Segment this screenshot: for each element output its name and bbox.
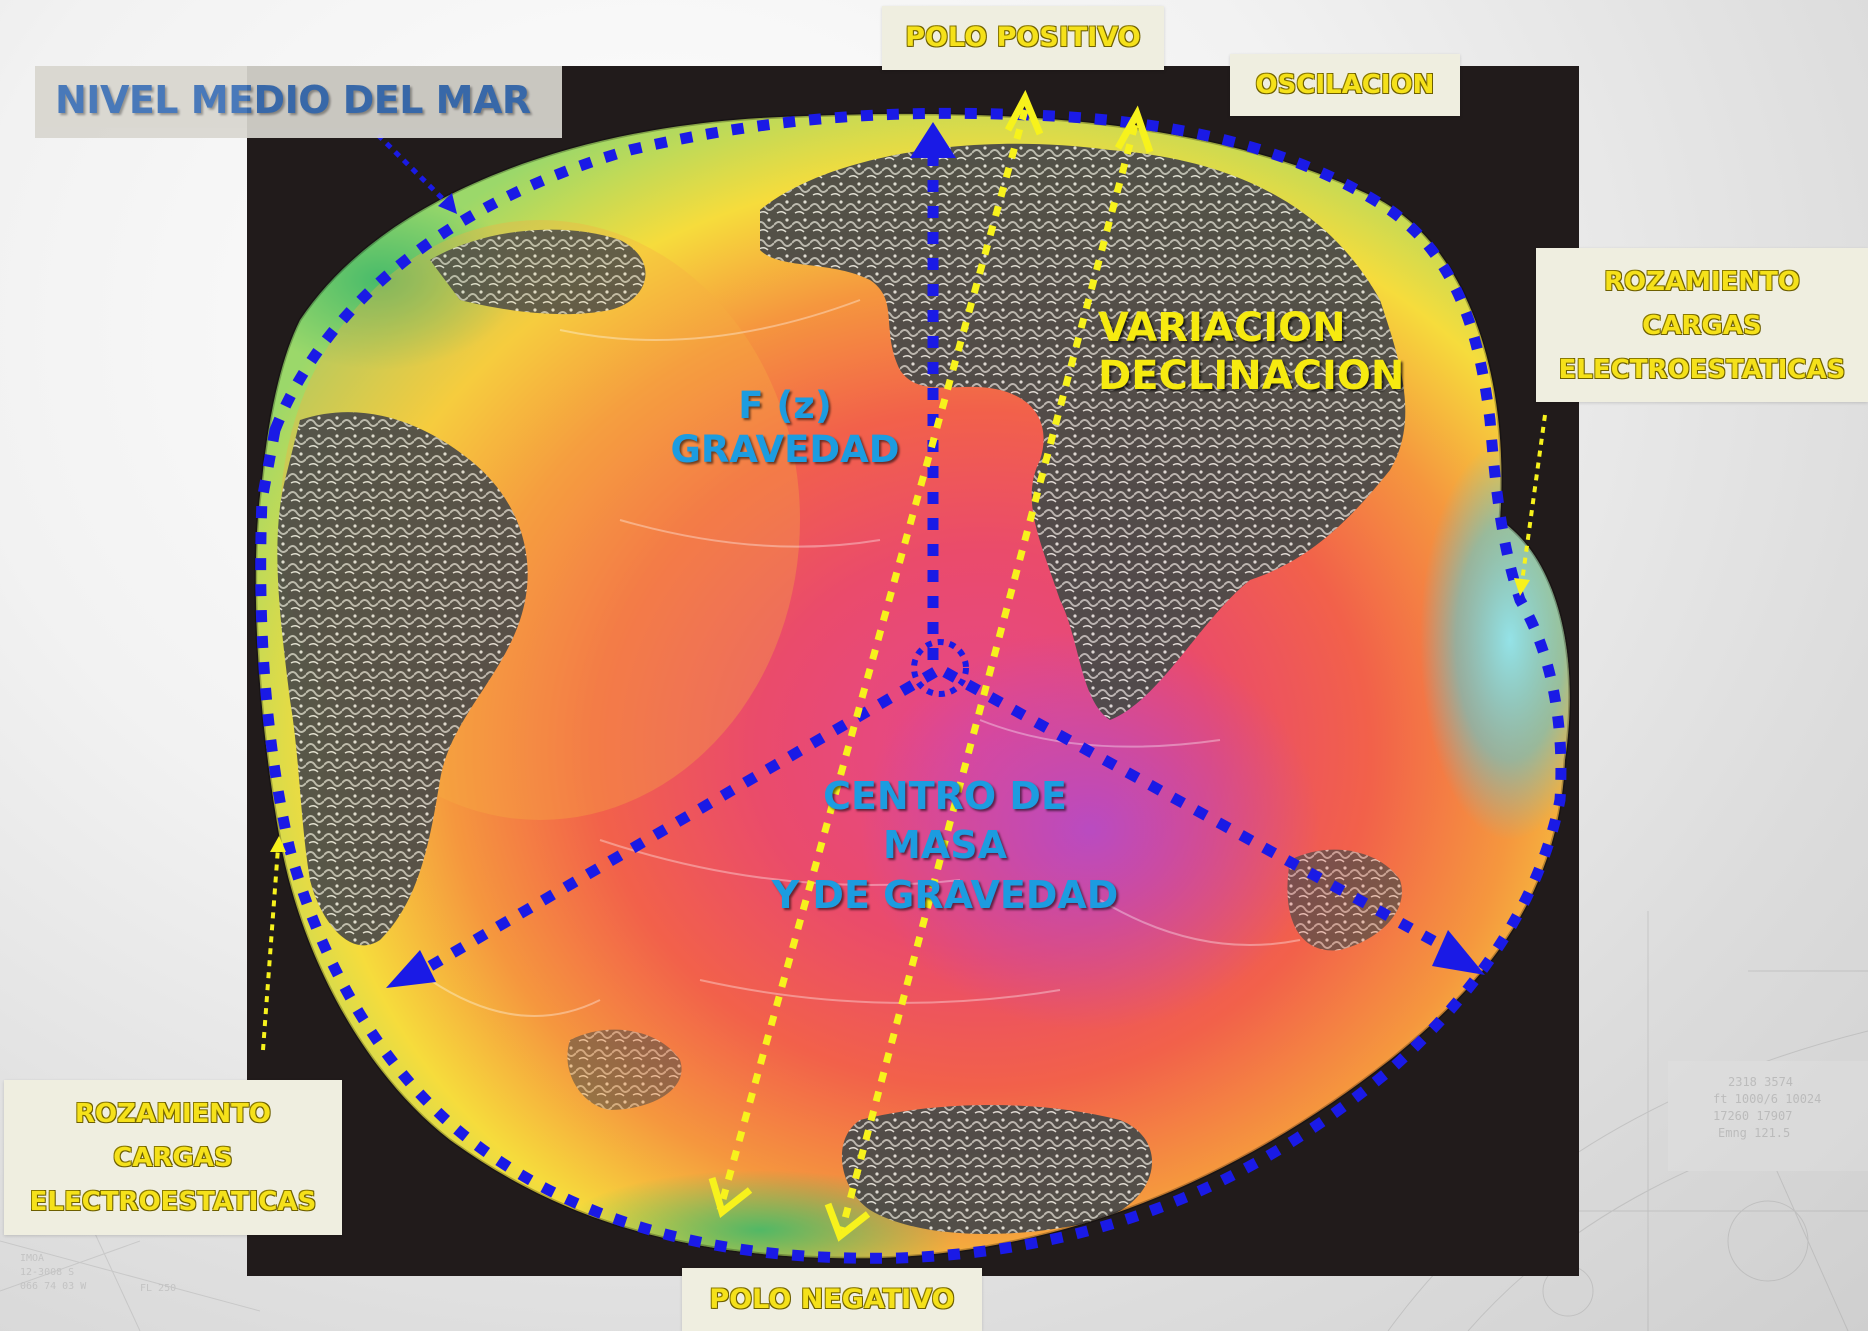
oscillation-label: OSCILACION xyxy=(1255,70,1435,100)
arrow-lower-left-head xyxy=(386,950,436,988)
friction-right-line-1: ROZAMIENTO xyxy=(1603,267,1800,297)
arrow-lower-right-head xyxy=(1432,930,1485,975)
positive-pole-label-box: POLO POSITIVO xyxy=(882,6,1164,70)
landmass-islands-south xyxy=(567,1029,682,1110)
svg-text:12-3008 S: 12-3008 S xyxy=(20,1267,74,1278)
negative-pole-label-box: POLO NEGATIVO xyxy=(682,1268,982,1331)
landmass-antarctica xyxy=(841,1105,1153,1234)
declination-variation-label: VARIACION DECLINACION xyxy=(1098,304,1404,400)
landmass-europe-asia xyxy=(760,143,1406,721)
oscillation-label-box: OSCILACION xyxy=(1230,54,1460,116)
gravity-line-1: F (z) xyxy=(738,384,832,427)
center-line-1: CENTRO DE xyxy=(823,774,1067,818)
axis-arrow-bottom-1 xyxy=(708,1177,753,1218)
friction-right-label-box: ROZAMIENTO CARGAS ELECTROESTATICAS xyxy=(1536,248,1868,402)
landmass-north xyxy=(430,229,646,315)
friction-left-label-box: ROZAMIENTO CARGAS ELECTROESTATICAS xyxy=(4,1080,342,1235)
svg-text:066 74 03 W: 066 74 03 W xyxy=(20,1281,87,1292)
friction-right-line-3: ELECTROESTATICAS xyxy=(1558,355,1846,385)
gravity-force-label: F (z) GRAVEDAD xyxy=(640,384,930,473)
friction-right-line-2: CARGAS xyxy=(1642,311,1762,341)
svg-text:Emng 121.5: Emng 121.5 xyxy=(1718,1126,1790,1140)
declination-line-1: VARIACION xyxy=(1098,305,1346,351)
svg-text:2318 3574: 2318 3574 xyxy=(1728,1075,1793,1089)
gravity-arrow-up-head xyxy=(910,122,956,158)
friction-left-line-3: ELECTROESTATICAS xyxy=(29,1187,317,1217)
svg-text:FL 250: FL 250 xyxy=(140,1283,176,1294)
svg-text:17260 17907: 17260 17907 xyxy=(1713,1109,1792,1123)
friction-left-line-2: CARGAS xyxy=(113,1143,233,1173)
rozamiento-right-pointer-head xyxy=(1514,578,1530,596)
positive-pole-label: POLO POSITIVO xyxy=(905,22,1141,53)
center-line-3: Y DE GRAVEDAD xyxy=(771,872,1119,917)
nivel-pointer-head xyxy=(438,193,457,214)
svg-text:ft 1000/6 10024: ft 1000/6 10024 xyxy=(1713,1092,1821,1106)
sea-level-title: NIVEL MEDIO DEL MAR xyxy=(55,78,531,122)
axis-arrow-top-2 xyxy=(1114,105,1154,154)
friction-left-line-1: ROZAMIENTO xyxy=(74,1099,271,1129)
axis-arrow-top-1 xyxy=(1004,89,1044,136)
rozamiento-left-pointer-head xyxy=(270,836,286,852)
landmass-americas xyxy=(277,412,528,946)
sea-level-title-box: NIVEL MEDIO DEL MAR xyxy=(35,66,562,138)
declination-line-2: DECLINACION xyxy=(1098,353,1405,399)
negative-pole-label: POLO NEGATIVO xyxy=(709,1284,955,1315)
center-line-2: MASA xyxy=(882,823,1007,868)
center-of-mass-marker xyxy=(911,639,969,697)
svg-text:IMOA: IMOA xyxy=(20,1253,44,1264)
background-chart-texture: 2318 3574 ft 1000/6 10024 17260 17907 Em… xyxy=(1348,911,1868,1331)
axis-arrow-bottom-2 xyxy=(824,1202,871,1242)
gravity-line-2: GRAVEDAD xyxy=(670,428,900,472)
center-of-mass-label: CENTRO DE MASA Y DE GRAVEDAD xyxy=(730,772,1160,920)
